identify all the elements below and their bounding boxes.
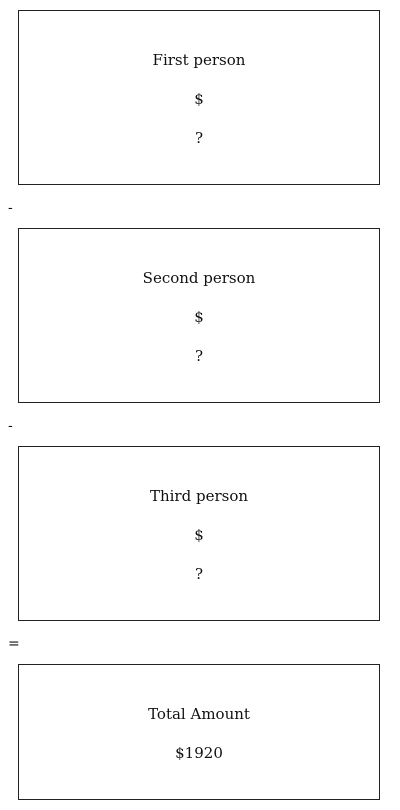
first-person-currency: $ [194,90,204,108]
total-amount-value: $1920 [175,744,223,762]
second-person-currency: $ [194,308,204,326]
minus-operator-1: - [8,200,13,216]
first-person-box: First person $ ? [18,10,380,185]
minus-operator-2: - [8,418,13,434]
third-person-currency: $ [194,526,204,544]
total-amount-label: Total Amount [148,705,250,723]
third-person-value: ? [194,565,204,583]
first-person-value: ? [194,129,204,147]
total-amount-box: Total Amount $1920 [18,664,380,800]
third-person-box: Third person $ ? [18,446,380,621]
equals-operator: = [8,636,20,652]
second-person-label: Second person [142,269,256,287]
second-person-box: Second person $ ? [18,228,380,403]
first-person-label: First person [152,51,246,69]
third-person-label: Third person [149,487,249,505]
second-person-value: ? [194,347,204,365]
